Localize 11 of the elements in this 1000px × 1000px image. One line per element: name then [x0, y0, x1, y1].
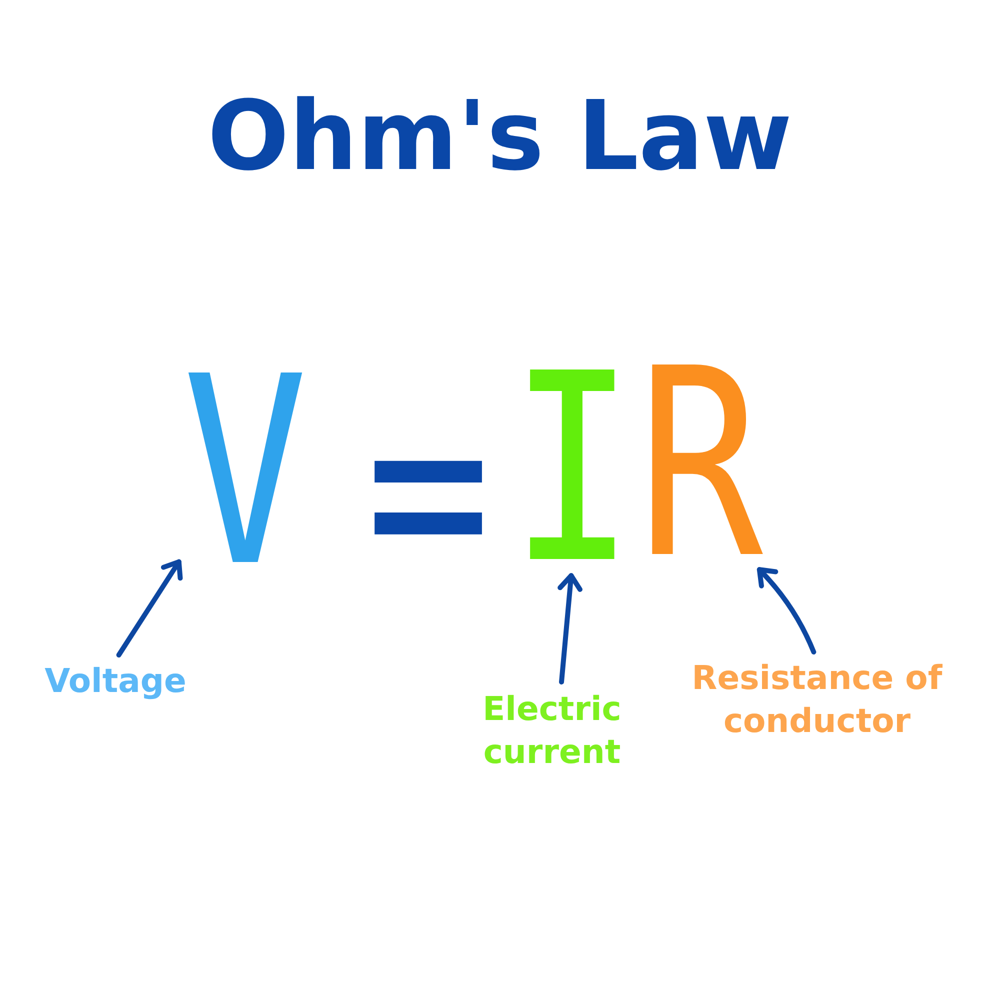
annotation-label: Resistance of conductor [662, 657, 972, 743]
leader-arrow [558, 573, 582, 684]
equals-sign: = [365, 436, 490, 546]
formula-letter: V [182, 375, 308, 573]
title: Ohm's Law [208, 86, 792, 187]
leader-arrow [756, 567, 816, 654]
annotation-label: Electric current [462, 688, 642, 774]
formula-letter: I [509, 372, 634, 570]
leader-arrow [116, 559, 183, 658]
annotation-label: Voltage [28, 660, 203, 703]
formula-letter: R [637, 367, 762, 565]
